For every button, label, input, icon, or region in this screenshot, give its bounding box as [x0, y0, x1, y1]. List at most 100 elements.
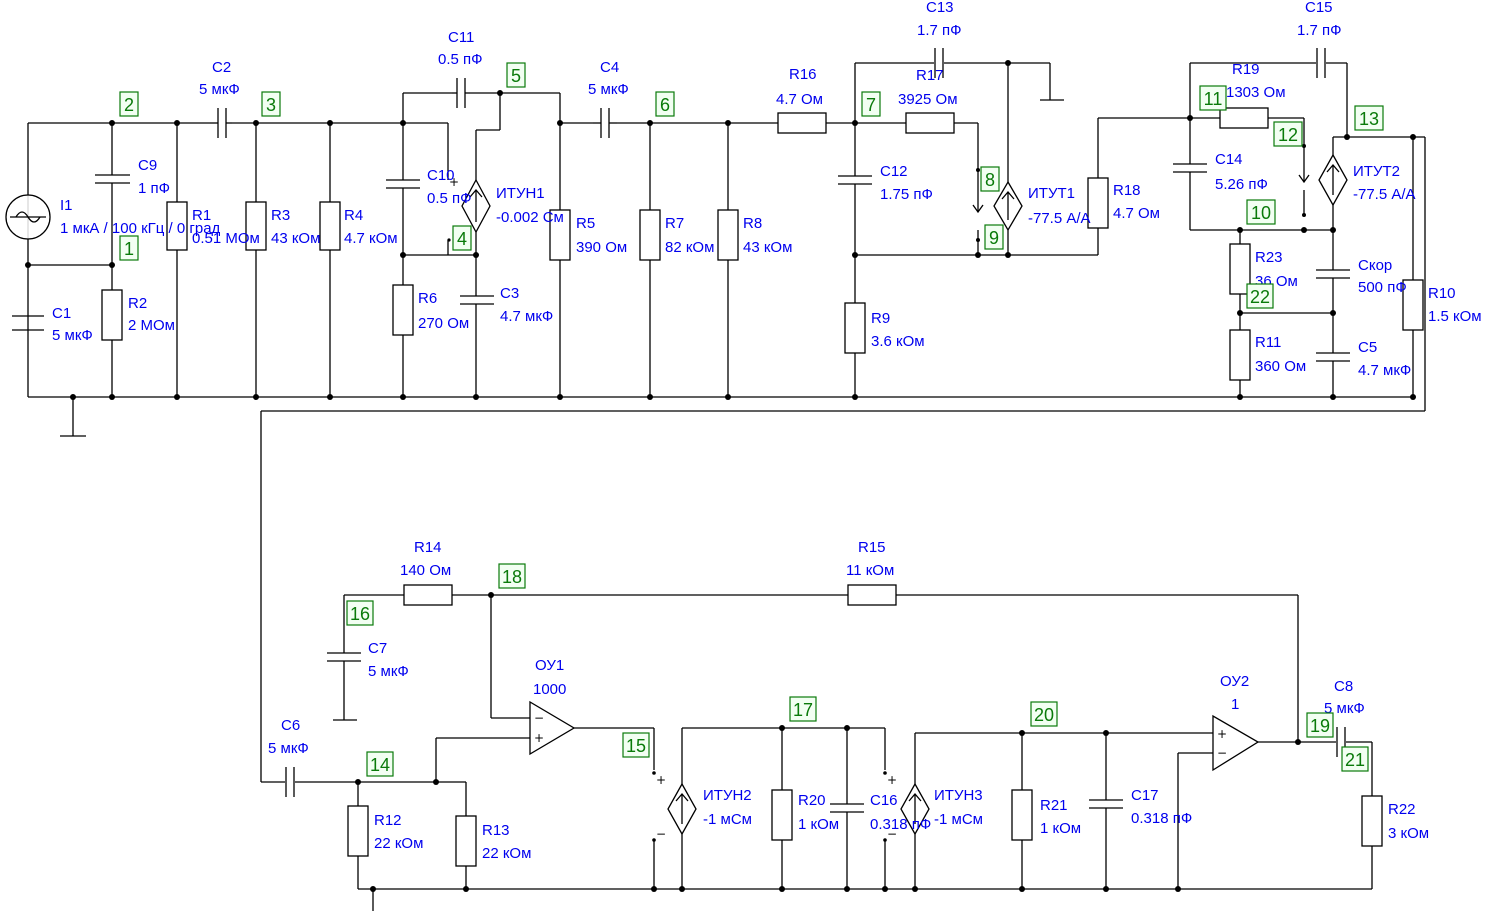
label-c14-value: 5.26 пФ: [1215, 176, 1268, 193]
label-r20-value: 1 кОм: [798, 816, 839, 833]
label-r20-name: R20: [798, 792, 826, 809]
label-r18-value: 4.7 Ом: [1113, 205, 1160, 222]
label-c7-name: C7: [368, 640, 387, 657]
label-c8-value: 5 мкФ: [1324, 700, 1365, 717]
svg-text:−: −: [656, 827, 666, 841]
label-c5-value: 4.7 мкФ: [1358, 362, 1411, 379]
resistor-r17: [905, 112, 955, 134]
label-r4-name: R4: [344, 207, 363, 224]
op-amps: − + + −: [529, 700, 1260, 772]
label-itut2-value: -77.5 А/А: [1353, 186, 1416, 203]
label-c2-value: 5 мкФ: [199, 81, 240, 98]
label-r5-value: 390 Ом: [576, 239, 627, 256]
node-badge-1: 1: [119, 235, 139, 261]
svg-text:4: 4: [457, 229, 467, 249]
resistor-r4: [319, 201, 341, 251]
capacitor-c1: [12, 315, 44, 331]
node-badge-5: 5: [506, 62, 526, 88]
label-c8-name: C8: [1334, 678, 1353, 695]
svg-text:20: 20: [1034, 705, 1054, 725]
label-c7-value: 5 мкФ: [368, 663, 409, 680]
svg-text:21: 21: [1345, 750, 1365, 770]
resistor-r18: [1087, 177, 1109, 229]
capacitor-c4: [593, 108, 617, 138]
label-c10-value: 0.5 пФ: [427, 190, 472, 207]
label-c9-name: C9: [138, 157, 157, 174]
node-badge-19: 19: [1306, 712, 1334, 738]
source-itut1: [972, 168, 1023, 242]
controlled-sources: + +: [447, 144, 1348, 842]
capacitor-c16: [830, 803, 864, 813]
source-itun1: +: [447, 175, 491, 242]
node-badge-8: 8: [980, 166, 1000, 192]
label-c11-name: C11: [448, 29, 474, 46]
label-c16-name: C16: [870, 792, 898, 809]
node-badge-21: 21: [1341, 746, 1369, 772]
svg-text:22: 22: [1250, 287, 1270, 307]
resistor-r2: [101, 289, 123, 341]
node-badge-16: 16: [346, 600, 374, 626]
node-badge-18: 18: [498, 563, 526, 589]
capacitor-ckor: [1316, 269, 1350, 279]
source-itut2: [1298, 144, 1348, 217]
node-badge-9: 9: [984, 224, 1004, 250]
label-c6-value: 5 мкФ: [268, 740, 309, 757]
node-badge-4: 4: [452, 225, 472, 251]
label-c15-value: 1.7 пФ: [1297, 22, 1342, 39]
label-c3-value: 4.7 мкФ: [500, 308, 553, 325]
label-r6-name: R6: [418, 290, 437, 307]
label-itun3-value: -1 мСм: [934, 811, 983, 828]
label-r14-name: R14: [414, 539, 442, 556]
label-c4-value: 5 мкФ: [588, 81, 629, 98]
label-itun1-name: ИТУН1: [496, 185, 545, 202]
svg-text:12: 12: [1278, 125, 1298, 145]
label-r16-name: R16: [789, 66, 817, 83]
label-c2-name: C2: [212, 59, 231, 76]
node-badge-14: 14: [366, 751, 394, 777]
opamp-ou1: − +: [529, 700, 576, 756]
resistor-r1: [166, 201, 188, 251]
label-r3-value: 43 кОм: [271, 230, 320, 247]
label-r3-name: R3: [271, 207, 290, 224]
label-r8-name: R8: [743, 215, 762, 232]
capacitor-c11: [452, 78, 470, 108]
svg-text:+: +: [656, 773, 666, 787]
resistor-r6: [392, 284, 414, 336]
node-badges: 1 2 3 4 5 6 7 8 9 10 11 12 13 14 15 16 1…: [119, 62, 1384, 777]
label-r7-value: 82 кОм: [665, 239, 714, 256]
label-r15-value: 11 кОм: [846, 562, 894, 579]
label-c10-name: C10: [427, 167, 455, 184]
label-r11-name: R11: [1255, 334, 1281, 351]
wires-bottom: [261, 594, 1373, 911]
label-itun3-name: ИТУН3: [934, 787, 983, 804]
current-source-i1: [5, 194, 51, 240]
svg-text:−: −: [887, 827, 897, 841]
svg-text:19: 19: [1310, 716, 1330, 736]
label-c15-name: C15: [1305, 0, 1333, 16]
label-r17-name: R17: [916, 67, 944, 84]
wires-top: [27, 62, 1426, 782]
label-r16-value: 4.7 Ом: [776, 91, 823, 108]
label-c14-name: C14: [1215, 151, 1243, 168]
label-r12-value: 22 кОм: [374, 835, 423, 852]
label-r13-name: R13: [482, 822, 510, 839]
label-i1-value: 1 мкА / 100 кГц / 0 град: [60, 220, 221, 237]
svg-text:18: 18: [502, 567, 522, 587]
label-r22-value: 3 кОм: [1388, 825, 1429, 842]
node-badge-6: 6: [655, 91, 675, 117]
label-r11-value: 360 Ом: [1255, 358, 1306, 375]
resistor-r16: [777, 112, 827, 134]
label-itut2-name: ИТУТ2: [1353, 163, 1400, 180]
label-itun2-name: ИТУН2: [703, 787, 752, 804]
svg-text:1: 1: [124, 239, 134, 259]
capacitor-c2: [210, 108, 232, 138]
label-ou1-name: ОУ1: [535, 657, 564, 674]
label-ou1-value: 1000: [533, 681, 566, 698]
svg-text:8: 8: [985, 170, 995, 190]
label-c6-name: C6: [281, 717, 300, 734]
label-r8-value: 43 кОм: [743, 239, 792, 256]
label-r19-name: R19: [1232, 61, 1260, 78]
capacitor-c3: [460, 295, 494, 305]
label-c4-name: C4: [600, 59, 619, 76]
label-r18-name: R18: [1113, 182, 1141, 199]
